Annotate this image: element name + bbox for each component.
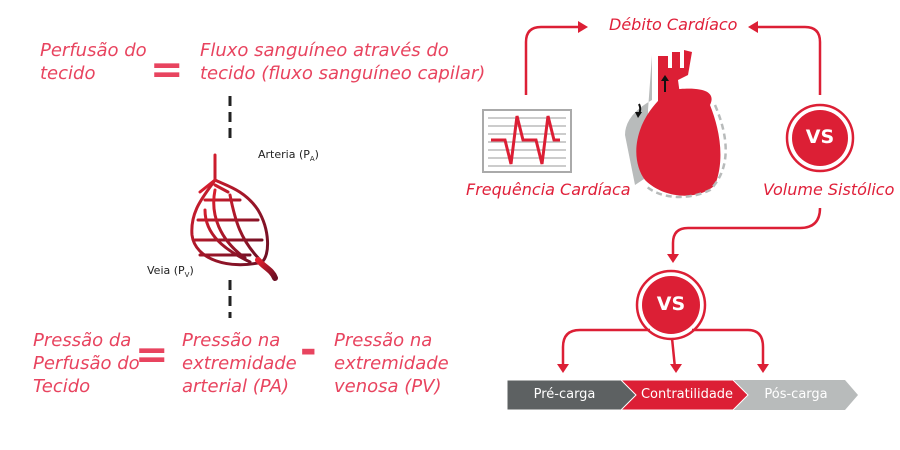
artery-label: Arteria (PA) <box>258 148 319 164</box>
chevron-pre-carga <box>506 379 637 411</box>
vs-circle-top <box>785 103 855 173</box>
text-line: Fluxo sanguíneo através do <box>200 40 449 61</box>
text-line: Pressão da <box>33 330 132 351</box>
chevron-pos-carga <box>730 380 858 410</box>
arrowhead <box>670 364 682 373</box>
step-contratilidade: Contratilidade <box>640 387 734 402</box>
capillary-bed-icon <box>190 153 278 281</box>
venous-pressure: Pressão na extremidade venosa (PV) <box>334 329 449 398</box>
arrowhead <box>757 364 769 373</box>
text-line: arterial (PA) <box>182 376 290 397</box>
vs-top-text: VS <box>805 126 835 148</box>
arterial-pressure: Pressão na extremidade arterial (PA) <box>182 329 297 398</box>
text-line: Pressão na <box>334 330 433 351</box>
equals-sign-top: = <box>150 47 184 93</box>
text-line: extremidade <box>182 353 297 374</box>
cardiac-output-label: Débito Cardíaco <box>609 15 738 34</box>
heart-icon <box>625 50 727 199</box>
text-line: tecido <box>40 63 96 84</box>
tissue-perfusion-definition: Fluxo sanguíneo através do tecido (fluxo… <box>200 39 485 85</box>
heart-rate-label: Frequência Cardíaca <box>466 180 631 199</box>
vs-bottom-text: VS <box>656 293 686 315</box>
arrows-cardiac-output <box>524 25 822 95</box>
vein-label: Veia (PV) <box>147 264 194 280</box>
perfusion-pressure-term: Pressão da Perfusão do Tecido <box>33 329 140 398</box>
text-line: Perfusão do <box>33 353 140 374</box>
arrows-determinants <box>561 328 765 369</box>
vs-circle-bottom <box>635 269 707 341</box>
text-line: extremidade <box>334 353 449 374</box>
arrowhead <box>578 21 588 33</box>
text-line: tecido (fluxo sanguíneo capilar) <box>200 63 486 84</box>
arrowhead <box>748 21 758 33</box>
text-line: Tecido <box>33 376 91 397</box>
minus-sign: - <box>300 327 317 373</box>
tissue-perfusion-term: Perfusão do tecido <box>40 39 147 85</box>
arrowhead <box>667 254 679 263</box>
stroke-volume-label: Volume Sistólico <box>763 180 895 199</box>
ecg-monitor-icon <box>482 109 572 173</box>
text-line: venosa (PV) <box>334 376 442 397</box>
equals-sign-bottom: = <box>135 332 169 378</box>
step-pos-carga: Pós-carga <box>764 387 828 402</box>
arrowhead <box>557 364 569 373</box>
text-line: Perfusão do <box>40 40 147 61</box>
step-pre-carga: Pré-carga <box>533 387 596 402</box>
text-line: Pressão na <box>182 330 281 351</box>
arrow-stroke-volume <box>671 207 822 258</box>
